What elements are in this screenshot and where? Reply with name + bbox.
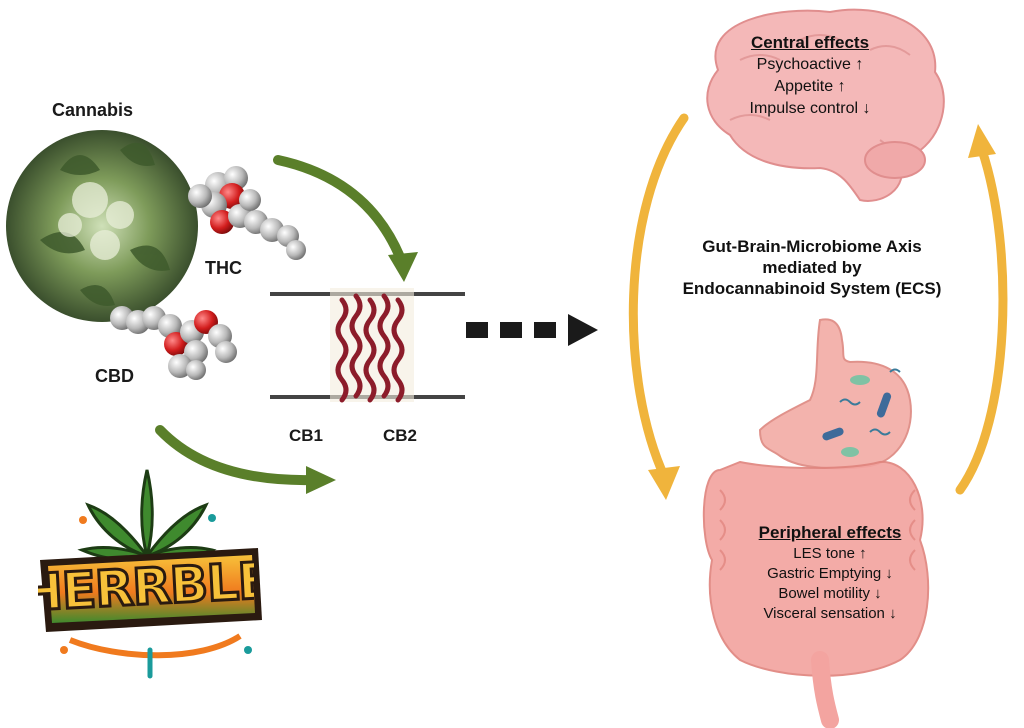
central-effects-heading: Central effects: [750, 33, 870, 52]
orange-arrow-right: [955, 145, 1008, 495]
green-arrow-upper-head: [388, 252, 418, 282]
cb2-label: CB2: [383, 426, 418, 445]
axis-title-line2: mediated by: [762, 258, 862, 277]
herrble-logo: [40, 469, 262, 679]
herrble-logo-text: HERRBLE: [18, 546, 274, 624]
cannabis-plant-image: [6, 130, 198, 322]
cannabis-label: Cannabis: [52, 100, 134, 120]
cbd-molecule: [110, 306, 237, 380]
peripheral-effect-item: Visceral sensation ↓: [763, 605, 897, 622]
orange-arrow-left: [628, 113, 689, 483]
peripheral-effect-item: Bowel motility ↓: [778, 585, 882, 602]
peripheral-effect-item: Gastric Emptying ↓: [767, 565, 893, 582]
central-effect-item: Impulse control ↓: [749, 100, 871, 117]
central-effect-item: Psychoactive ↑: [756, 56, 864, 73]
axis-title-line3: Endocannabinoid System (ECS): [682, 279, 942, 298]
axis-title-line1: Gut-Brain-Microbiome Axis: [702, 237, 922, 256]
svg-text:HERRBLE: HERRBLE: [38, 551, 254, 622]
peripheral-effects-box: Peripheral effects LES tone ↑ Gastric Em…: [732, 522, 928, 624]
thc-molecule: [188, 166, 306, 260]
thc-label: THC: [205, 258, 242, 278]
green-arrow-upper: [273, 155, 407, 267]
peripheral-effects-heading: Peripheral effects: [758, 523, 902, 542]
dashed-arrow: [466, 314, 598, 346]
green-arrow-lower: [155, 425, 317, 486]
orange-arrow-left-head: [648, 466, 680, 500]
axis-title: Gut-Brain-Microbiome Axis mediated by En…: [612, 236, 1012, 299]
cb1-label: CB1: [289, 426, 324, 445]
orange-arrow-right-head: [968, 124, 996, 158]
central-effects-box: Central effects Psychoactive ↑ Appetite …: [720, 32, 900, 120]
brain-illustration: [706, 8, 945, 202]
central-effect-item: Appetite ↑: [774, 78, 846, 95]
cb-receptor-membrane: [270, 288, 465, 403]
cbd-label: CBD: [95, 366, 134, 386]
peripheral-effect-item: LES tone ↑: [793, 545, 867, 562]
green-arrow-lower-head: [306, 466, 336, 494]
gut-illustration: [702, 318, 930, 728]
